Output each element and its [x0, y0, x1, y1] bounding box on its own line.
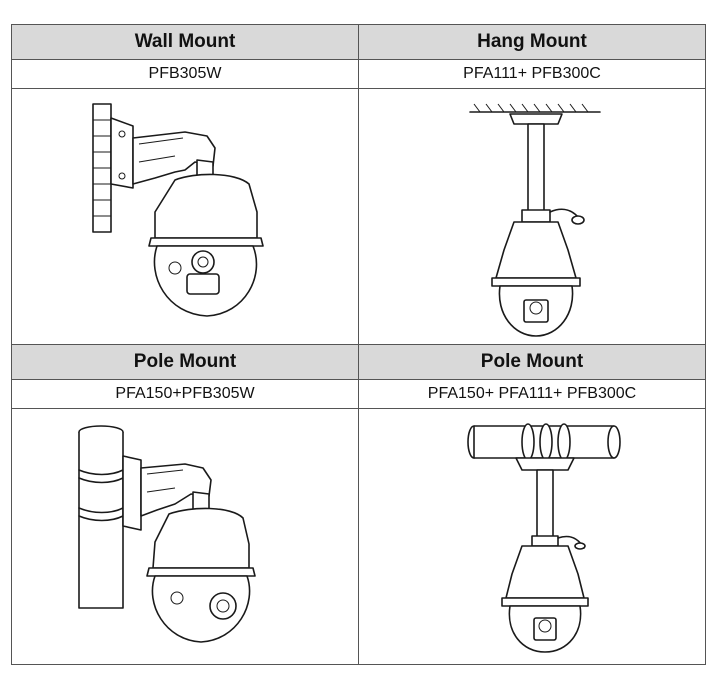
mount-title-wall: Wall Mount	[11, 24, 359, 60]
mount-title-pole-1: Pole Mount	[11, 344, 359, 380]
mount-model-pole-1: PFA150+PFB305W	[11, 379, 359, 409]
wall-mount-image-cell	[11, 88, 359, 345]
pole-mount-pendant-camera-illustration	[467, 422, 621, 653]
hang-mount-image-cell	[358, 88, 706, 345]
header-row-2: Pole Mount Pole Mount	[11, 344, 706, 380]
mount-title-pole-2: Pole Mount	[358, 344, 706, 380]
hang-mount-camera-illustration	[469, 103, 601, 337]
mount-title-hang: Hang Mount	[358, 24, 706, 60]
mount-model-wall: PFB305W	[11, 59, 359, 89]
image-row-2	[11, 408, 706, 665]
mount-model-hang: PFA111+ PFB300C	[358, 59, 706, 89]
model-row: PFB305W PFA111+ PFB300C	[11, 59, 706, 89]
pole-mount-wall-bracket-camera-illustration	[78, 424, 256, 643]
pole-mount-1-image-cell	[11, 408, 359, 665]
header-row: Wall Mount Hang Mount	[11, 24, 706, 60]
mount-options-table: Wall Mount Hang Mount PFB305W PFA111+ PF…	[11, 24, 706, 665]
mount-model-pole-2: PFA150+ PFA111+ PFB300C	[358, 379, 706, 409]
wall-mount-camera-illustration	[92, 102, 264, 317]
pole-mount-2-image-cell	[358, 408, 706, 665]
model-row-2: PFA150+PFB305W PFA150+ PFA111+ PFB300C	[11, 379, 706, 409]
image-row	[11, 88, 706, 345]
